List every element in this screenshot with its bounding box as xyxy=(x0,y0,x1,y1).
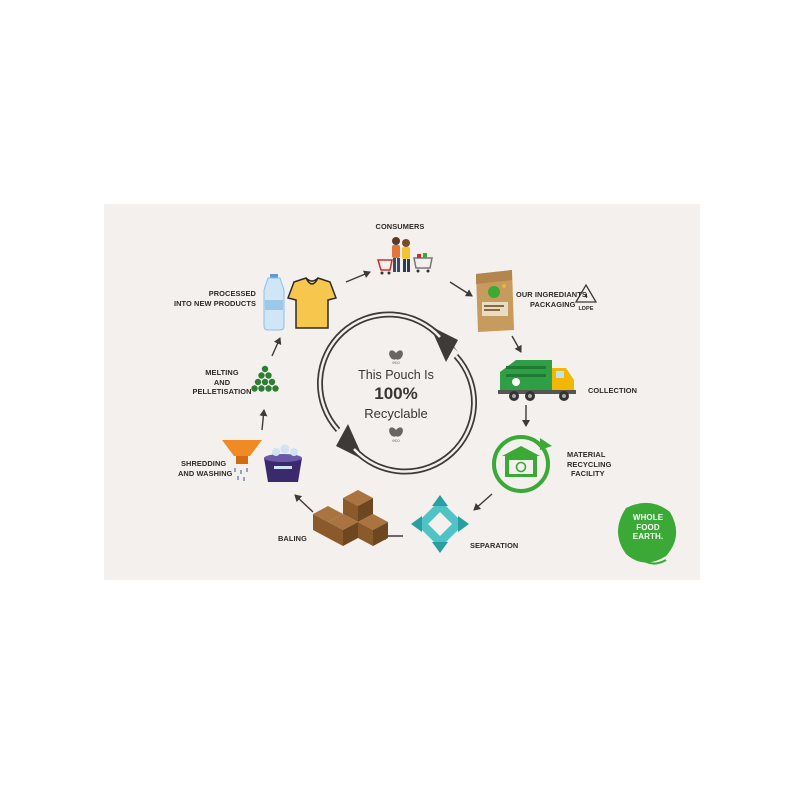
water-bottle-icon xyxy=(263,274,285,331)
separation-icon xyxy=(411,495,469,553)
arrow-processed-to-consumers xyxy=(345,270,371,283)
pellet xyxy=(261,378,269,386)
recycling-facility-icon xyxy=(492,435,552,493)
arrow-packaging-to-collection xyxy=(511,335,522,353)
label-processed-line1: PROCESSED xyxy=(208,289,256,298)
consumers-icon xyxy=(376,237,433,275)
pellet xyxy=(261,365,269,373)
pellet xyxy=(268,378,276,386)
label-consumers: CONSUMERS xyxy=(375,222,425,231)
loop-inner-ring xyxy=(318,313,476,473)
label-separation: SEPARATION xyxy=(470,541,519,550)
label-packaging-line2: PACKAGING xyxy=(530,299,576,309)
label-shredding-line1: SHREDDING xyxy=(181,459,227,468)
logo-line1: WHOLE xyxy=(632,513,664,522)
label-baling: BALING xyxy=(278,534,307,543)
arrow-melting-to-processed xyxy=(271,337,282,357)
label-melting-line3: PELLETISATION xyxy=(192,387,252,396)
center-percent: 100% xyxy=(374,384,418,403)
pellet xyxy=(254,378,262,386)
pellet xyxy=(251,385,258,392)
pellet xyxy=(265,372,272,379)
arrow-facility-to-separation xyxy=(473,493,493,511)
ldpe-recycle-symbol-icon xyxy=(574,283,598,303)
whole-food-earth-logo xyxy=(618,502,677,565)
tshirt-icon xyxy=(287,277,337,329)
label-facility: MATERIAL RECYCLING FACILITY xyxy=(567,450,611,479)
baled-cubes-icon xyxy=(313,490,388,546)
label-shredding-line2: AND WASHING xyxy=(178,468,233,478)
pellet xyxy=(272,385,279,392)
diagram-background xyxy=(104,204,700,580)
recycle-code-label: LDPE xyxy=(578,306,594,312)
arrow-baling-to-shredding xyxy=(294,494,314,513)
center-line1: This Pouch Is xyxy=(358,368,434,382)
garbage-truck-icon xyxy=(498,360,576,401)
label-melting-line2: AND xyxy=(213,377,231,387)
pouch-packaging-icon xyxy=(476,270,514,332)
eco-label-top: eco xyxy=(392,360,400,365)
arrow-consumers-to-packaging xyxy=(449,281,473,297)
pellet-pyramid-icon xyxy=(251,365,279,392)
label-packaging: OUR INGREDIANTS PACKAGING xyxy=(516,290,587,309)
pellet xyxy=(258,372,265,379)
label-packaging-line1: OUR INGREDIANTS xyxy=(516,290,587,299)
label-facility-line1: MATERIAL xyxy=(567,450,606,459)
shredder-washer-icon xyxy=(222,440,302,482)
label-facility-line3: FACILITY xyxy=(571,469,605,478)
label-collection: COLLECTION xyxy=(588,386,638,395)
center-line2: Recyclable xyxy=(364,406,428,421)
eco-leaf-icon-top xyxy=(389,350,403,360)
label-processed: PROCESSED INTO NEW PRODUCTS xyxy=(160,289,256,308)
label-facility-line2: RECYCLING xyxy=(567,459,612,469)
eco-leaf-icon-bottom xyxy=(389,427,403,437)
logo-line2: FOOD xyxy=(636,522,660,532)
arrow-shredding-to-melting xyxy=(259,409,268,431)
label-shredding: SHREDDING AND WASHING xyxy=(178,459,232,478)
logo-text: WHOLE FOOD EARTH. xyxy=(624,513,672,542)
pellet xyxy=(265,385,272,392)
label-melting: MELTING AND PELLETISATION xyxy=(190,368,254,397)
label-melting-line1: MELTING xyxy=(205,368,239,377)
pellet xyxy=(258,385,265,392)
logo-line3: EARTH. xyxy=(632,532,664,541)
eco-label-bottom: eco xyxy=(392,438,400,443)
label-processed-line2: INTO NEW PRODUCTS xyxy=(173,298,256,308)
recycle-number: 4 xyxy=(584,294,588,300)
